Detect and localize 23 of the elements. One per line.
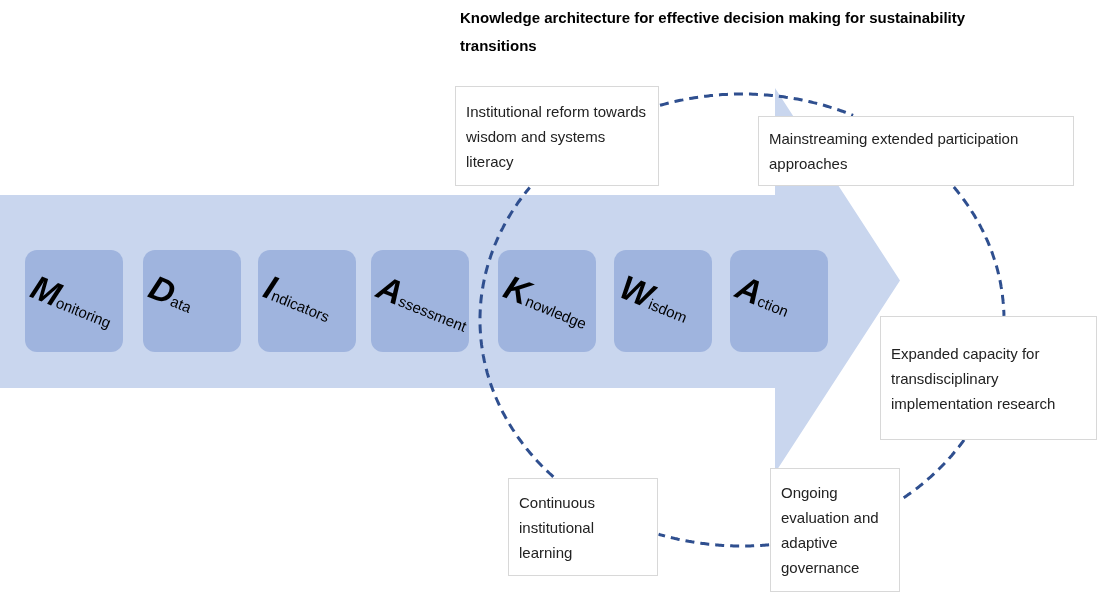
stage-tile	[258, 250, 356, 352]
stage-tile	[371, 250, 469, 352]
stage-tile	[25, 250, 123, 352]
stage-tile	[614, 250, 712, 352]
text-box	[455, 86, 659, 186]
text-box	[758, 116, 1074, 186]
dashed-cycle-arc	[900, 439, 966, 501]
text-box	[770, 468, 900, 592]
dashed-cycle-arc	[478, 186, 555, 478]
text-box	[508, 478, 658, 576]
stage-tile	[498, 250, 596, 352]
stage-tile	[730, 250, 828, 352]
stage-tile	[143, 250, 241, 352]
text-box	[880, 316, 1097, 440]
box-text: Institutional reform towards wisdom and systems literacy	[466, 101, 648, 172]
dashed-cycle-arc	[952, 186, 1006, 316]
box-text: Ongoing evaluation and adaptive governance	[781, 483, 880, 578]
dashed-cycle-arc	[659, 92, 854, 117]
diagram-title: Knowledge architecture for effective decision making for sustainability transitions	[460, 8, 967, 56]
box-text: Continuous institutional learning	[519, 492, 596, 563]
box-text: Mainstreaming extended participation approaches	[769, 129, 1020, 174]
box-text: Expanded capacity for transdisciplinary implementation research	[891, 343, 1057, 414]
dashed-cycle-arc	[658, 532, 770, 548]
